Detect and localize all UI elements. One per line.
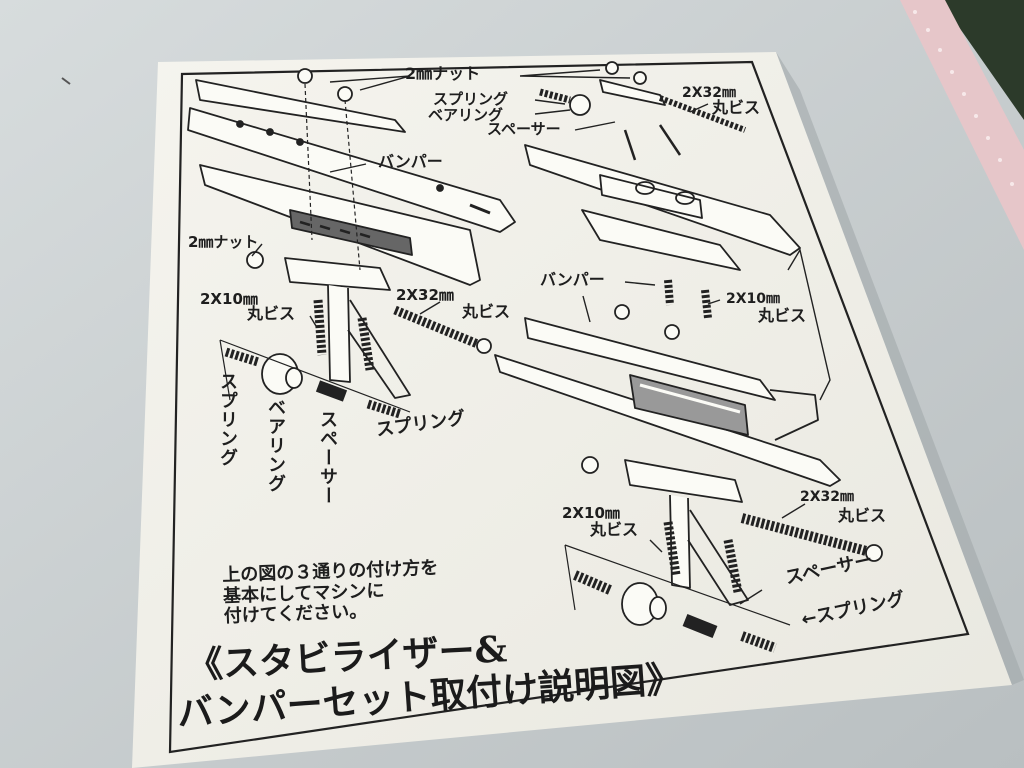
label-screw10-left: 2X10㎜ (200, 290, 258, 308)
label-screw10-right-low: 2X10㎜ (562, 504, 620, 522)
sheet-shadow (776, 52, 1024, 685)
assembly-bottom-right (494, 304, 883, 653)
label-bearing-left-vertical: ベアリング (265, 398, 286, 493)
dark-corner (940, 0, 1024, 120)
section-divider (787, 248, 831, 401)
label-nut-top: 2㎜ナット (405, 64, 481, 83)
diagram-frame (168, 60, 970, 754)
label-spring-top-right: スプリング (433, 90, 509, 108)
label-screw32-right-low-2: 丸ビス (838, 506, 887, 525)
label-screw32-left-2: 丸ビス (462, 302, 511, 321)
label-screw10-right-low-2: 丸ビス (590, 520, 639, 539)
label-spacer-left-vertical: スペーサー (317, 410, 338, 505)
desk-mark (61, 77, 71, 85)
pink-mat (900, 0, 1024, 250)
label-bearing-top-right: ベアリング (428, 106, 504, 124)
mat-dots (913, 10, 1014, 186)
label-screw32-top-right: 2X32㎜ (682, 85, 737, 101)
label-bumper-right: バンパー (540, 270, 605, 289)
label-spacer-top-right: スペーサー (487, 120, 561, 138)
assembly-top-right (524, 61, 801, 319)
label-bumper-top-left: バンパー (378, 152, 443, 171)
label-spring-left-vertical: スプリング (217, 372, 238, 467)
label-screw10-right-mid: 2X10㎜ (726, 291, 781, 307)
assembly-top-left (187, 68, 516, 419)
instruction-note: 上の図の３通りの付け方を 基本にしてマシンに 付けてください。 (222, 557, 440, 628)
label-nut-mid-left: 2㎜ナット (188, 233, 259, 251)
label-screw32-right-low: 2X32㎜ (800, 489, 855, 505)
label-screw10-right-mid-2: 丸ビス (758, 306, 807, 325)
pointer-arrows (251, 69, 806, 605)
label-screw10-left-2: 丸ビス (247, 304, 296, 323)
label-screw32-top-right-2: 丸ビス (712, 98, 761, 117)
label-screw32-left: 2X32㎜ (396, 286, 454, 304)
